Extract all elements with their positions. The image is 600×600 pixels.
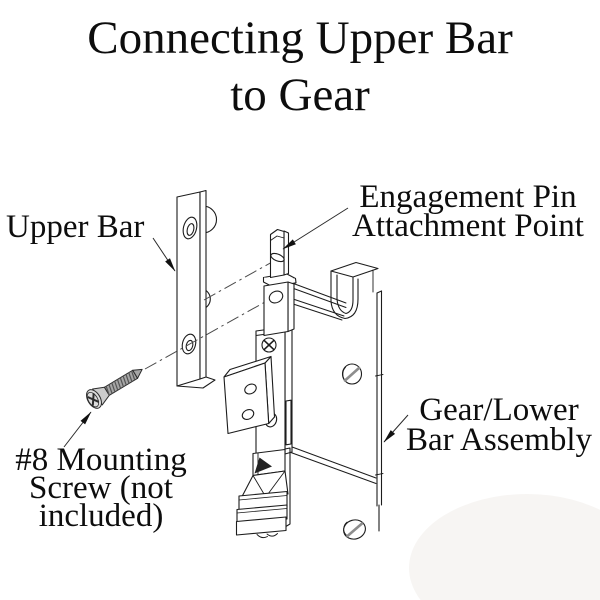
center-lines (144, 256, 282, 370)
bar-hole-bottom-outer (181, 333, 197, 355)
leader-lines (63, 207, 409, 448)
page-title-line1: Connecting Upper Bar (87, 12, 513, 64)
pin-block-hole (268, 290, 284, 304)
bar-hole-top-outer (182, 216, 198, 240)
upper-bar-leader-arrow (152, 237, 176, 272)
pin-alignment-centerline (203, 256, 282, 301)
lower-linkage (235, 447, 291, 539)
slotted-screw-lower (343, 519, 366, 540)
page-title: Connecting Upper Bar to Gear (0, 10, 600, 124)
bar-hole-bottom-inner (185, 339, 194, 352)
slot-slash (343, 366, 361, 382)
mounting-screw-leader-arrow (63, 411, 92, 448)
body-right-tab (285, 399, 292, 446)
slot-slash (346, 522, 364, 538)
engagement-pin-assembly (262, 228, 297, 337)
bar-hole-top-inner (186, 223, 195, 236)
gear-assembly-leader-arrow (383, 414, 409, 443)
upper-bar-label: Upper Bar (6, 209, 145, 245)
gear-lower-bar-label: Gear/Lower Bar Assembly (405, 392, 593, 458)
screw-tip (132, 368, 143, 379)
lower-bar-tick-marks (375, 374, 384, 476)
block-hole-top (244, 383, 257, 395)
lower-bar (375, 290, 384, 532)
phillips-cross-icon (87, 393, 100, 406)
screw-threads (105, 370, 136, 396)
lower-bar-hook (330, 261, 379, 320)
engagement-pin-label: Engagement Pin Attachment Point (352, 179, 584, 244)
lower-connecting-beam (283, 443, 377, 484)
body-phillips-screw (261, 337, 277, 353)
slotted-screw-upper (341, 363, 363, 385)
page-title-line2: to Gear (230, 69, 370, 121)
pin-block (263, 281, 289, 337)
paper-shading (409, 494, 600, 600)
bar-bottom-face (176, 376, 216, 389)
mounting-screw-drawing (86, 368, 143, 409)
mounting-block (223, 355, 276, 435)
engagement-pin-leader-arrow (282, 207, 349, 250)
upper-bar-drawing (176, 189, 218, 389)
body-phillips-cross-icon (263, 339, 275, 351)
linkage-shaded-face (254, 457, 272, 474)
block-hole-bottom (241, 409, 255, 420)
bar-side-face (199, 189, 207, 380)
pin-slot (270, 252, 285, 263)
bar-edge-tab-top (202, 205, 218, 234)
upper-connecting-beam (283, 279, 347, 321)
gear-assembly-drawing (223, 228, 384, 540)
mounting-screw-label: #8 Mounting Screw (not included) (15, 442, 187, 534)
